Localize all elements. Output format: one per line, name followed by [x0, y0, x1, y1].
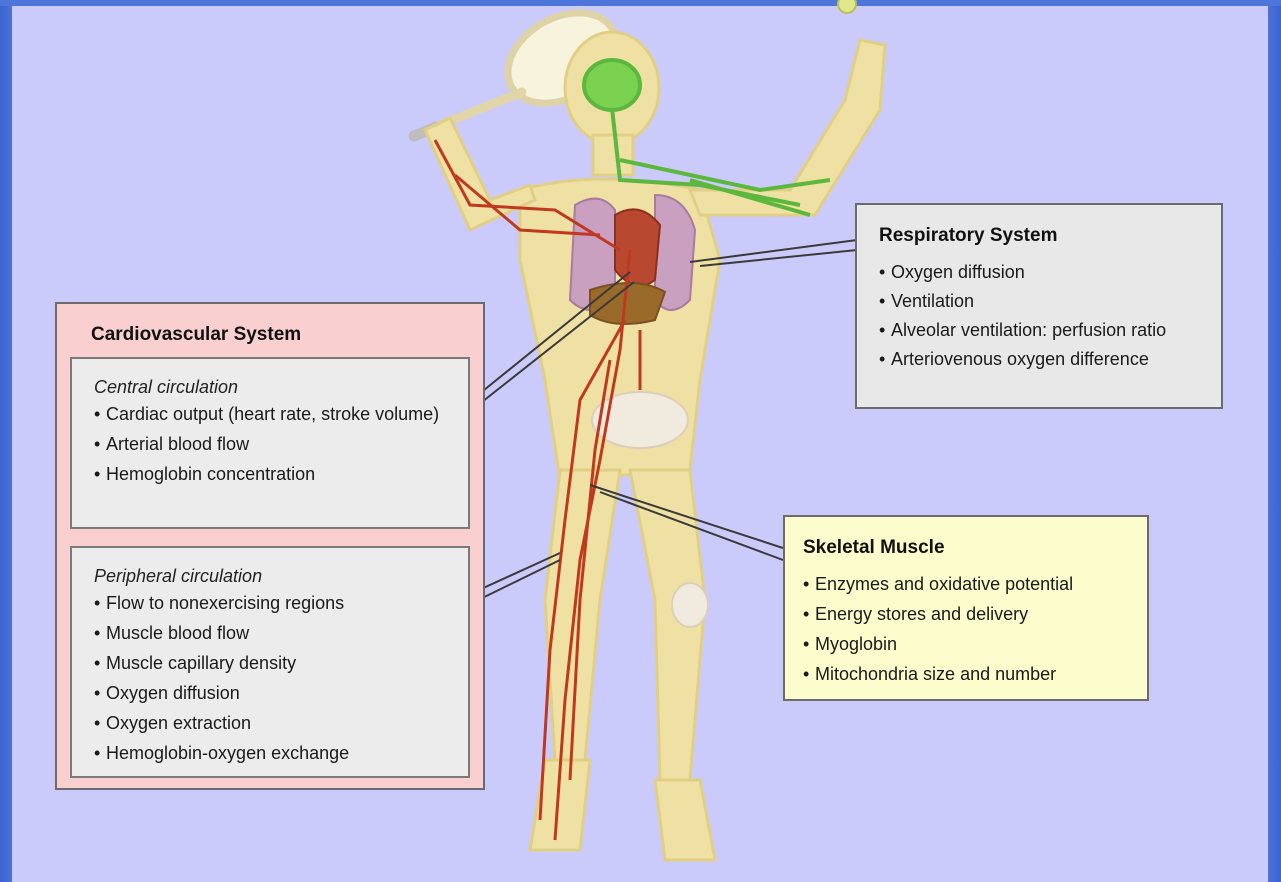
list-item: Myoglobin — [803, 633, 1133, 655]
tennis-ball — [838, 0, 856, 13]
list-item: Mitochondria size and number — [803, 663, 1133, 685]
list-item: Hemoglobin concentration — [94, 463, 454, 485]
list-item: Oxygen diffusion — [94, 682, 454, 704]
list-item: Cardiac output (heart rate, stroke volum… — [94, 403, 454, 425]
list-item: Alveolar ventilation: perfusion ratio — [879, 319, 1199, 341]
list-item: Oxygen extraction — [94, 712, 454, 734]
heart — [615, 209, 660, 285]
skeletal-muscle-box: Skeletal Muscle Enzymes and oxidative po… — [783, 515, 1149, 701]
respiratory-list: Oxygen diffusion Ventilation Alveolar ve… — [879, 261, 1199, 370]
list-item: Arteriovenous oxygen difference — [879, 348, 1199, 370]
list-item: Muscle blood flow — [94, 622, 454, 644]
list-item: Arterial blood flow — [94, 433, 454, 455]
central-circulation-list: Cardiac output (heart rate, stroke volum… — [94, 403, 454, 485]
peripheral-circulation-panel: Peripheral circulation Flow to nonexerci… — [70, 546, 470, 778]
list-item: Energy stores and delivery — [803, 603, 1133, 625]
list-item: Hemoglobin-oxygen exchange — [94, 742, 454, 764]
central-circulation-panel: Central circulation Cardiac output (hear… — [70, 357, 470, 529]
list-item: Enzymes and oxidative potential — [803, 573, 1133, 595]
list-item: Ventilation — [879, 290, 1199, 312]
respiratory-box: Respiratory System Oxygen diffusion Vent… — [855, 203, 1223, 409]
central-circulation-heading: Central circulation — [94, 377, 238, 398]
skeletal-muscle-list: Enzymes and oxidative potential Energy s… — [803, 573, 1133, 685]
respiratory-title: Respiratory System — [879, 225, 1057, 247]
list-item: Muscle capillary density — [94, 652, 454, 674]
list-item: Flow to nonexercising regions — [94, 592, 454, 614]
cardiovascular-box: Cardiovascular System Central circulatio… — [55, 302, 485, 790]
cardiovascular-title: Cardiovascular System — [91, 324, 301, 346]
skeletal-muscle-title: Skeletal Muscle — [803, 537, 945, 559]
list-item: Oxygen diffusion — [879, 261, 1199, 283]
peripheral-circulation-heading: Peripheral circulation — [94, 566, 262, 587]
peripheral-circulation-list: Flow to nonexercising regions Muscle blo… — [94, 592, 454, 764]
